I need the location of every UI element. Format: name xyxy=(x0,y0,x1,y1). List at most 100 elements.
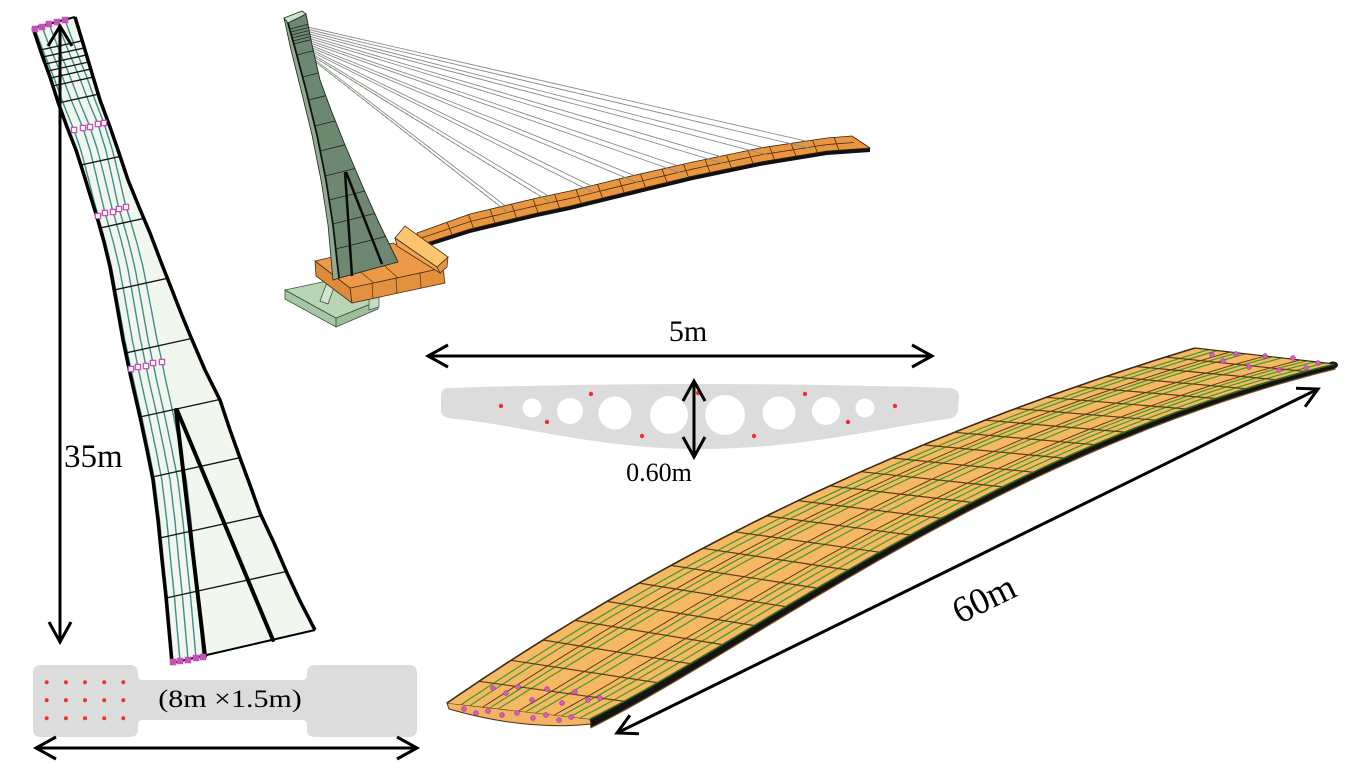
deck-width-label: 5m xyxy=(669,315,707,348)
pylon-section-tendon-dot xyxy=(63,698,68,703)
deck-tendon-anchor xyxy=(585,697,591,703)
deck-tendon-anchor xyxy=(556,717,562,723)
model-pylon-segment-line xyxy=(314,120,336,127)
deck-cross-section xyxy=(441,384,959,449)
tendon-anchor-marker xyxy=(45,20,53,28)
pylon-segment-joint xyxy=(47,61,89,72)
deck-segment-line xyxy=(766,515,911,536)
model-pylon-inner-wall xyxy=(343,171,354,277)
deck-segment-line xyxy=(702,547,849,571)
model-pylon-front-face xyxy=(287,13,399,279)
deck-segment-line xyxy=(954,431,1095,446)
deck-section-tendon-dot xyxy=(845,419,851,425)
pylon-segment-joint xyxy=(80,155,121,166)
deck-section-tendon-dot xyxy=(498,403,504,409)
deck-near-edge xyxy=(589,363,1336,720)
deck-tendon-anchor xyxy=(530,715,536,721)
tendon-deviator-marker xyxy=(149,359,157,367)
deck-segment-line xyxy=(861,471,1003,488)
deck-tendon-anchor xyxy=(485,708,491,714)
deck-tendon-line xyxy=(460,349,1210,706)
tendon-deviator-marker xyxy=(86,123,94,131)
stay-cable xyxy=(312,52,595,194)
deck-segment-line xyxy=(510,659,658,684)
deck-tendon-line xyxy=(489,352,1238,709)
pylon-section-tendon-dot xyxy=(121,680,126,685)
deck-tendon-line xyxy=(469,350,1218,707)
tendon-deviator-marker xyxy=(109,208,117,216)
tendon-anchor-marker xyxy=(184,656,192,664)
pylon-segment-joint xyxy=(125,337,192,354)
deck-segment-line xyxy=(574,619,723,646)
model-pylon-segment-line xyxy=(332,213,375,225)
deck-width-arrow xyxy=(424,343,936,369)
deck-section-tendon-dot xyxy=(751,433,757,439)
pier-cap-segment-line xyxy=(395,278,398,294)
pylon-section-tendon-dot xyxy=(102,716,107,721)
deck-tendon-anchor xyxy=(1303,365,1309,371)
deck-section-tendon-dot xyxy=(588,391,594,397)
deck-segment-line xyxy=(671,564,818,589)
pylon-segment-joint xyxy=(139,398,220,418)
tendon-anchor-marker xyxy=(53,18,61,26)
deck-tendon-anchor xyxy=(461,706,467,712)
deck-tendon-anchor xyxy=(1209,352,1215,358)
deck-tendon-line xyxy=(525,356,1273,713)
deck-section-tendon-dot xyxy=(892,403,898,409)
deck-tendon-line xyxy=(561,360,1308,717)
deck-tendon-anchor xyxy=(1262,353,1268,359)
stay-cable xyxy=(311,47,638,183)
tendon-deviator-marker xyxy=(134,363,142,371)
deck-tendon-anchor xyxy=(543,712,549,718)
pylon-section-tendon-dot xyxy=(44,698,49,703)
deck-tendon-anchor xyxy=(559,700,565,706)
deck-depth-arrow xyxy=(681,377,707,461)
deck-segment-line xyxy=(639,582,786,608)
pylon-segment-joint xyxy=(165,570,287,599)
deck-length-label: 60m xyxy=(946,567,1023,633)
pier-cap-segment-line xyxy=(371,283,374,299)
deck-section-void xyxy=(705,395,745,435)
model-pylon-segment-line xyxy=(320,144,345,152)
tendon-deviator-marker xyxy=(115,205,123,213)
deck-segment-line xyxy=(798,500,942,519)
deck-mesh-line xyxy=(518,355,1266,712)
pylon-segment-joint xyxy=(50,68,91,79)
pylon-height-label: 35m xyxy=(64,439,123,475)
pylon-segment-joint xyxy=(114,277,168,291)
tendon-deviator-marker xyxy=(158,358,166,366)
deck-tendon-anchor xyxy=(499,712,505,718)
model-pylon-segment-line xyxy=(289,24,309,30)
model-pylon-segment-line xyxy=(292,36,311,42)
deck-tendon-line xyxy=(569,361,1316,718)
pylon-section-tendon-dot xyxy=(63,680,68,685)
stay-cable xyxy=(308,29,810,149)
pylon-section-label: (8m ×1.5m) xyxy=(158,684,302,712)
stay-cable xyxy=(308,31,764,149)
deck-section-void xyxy=(598,396,632,430)
pylon-body xyxy=(33,17,315,663)
pylon-section-tendon-dot xyxy=(121,698,126,703)
deck-segment-line xyxy=(985,419,1125,433)
deck-segment-line xyxy=(892,457,1034,473)
deck-tendon-anchor xyxy=(544,686,550,692)
wedge-top-face xyxy=(394,225,449,268)
deck-tendon-anchor xyxy=(515,684,521,690)
deck-tendon-anchor xyxy=(1276,367,1282,373)
deck-depth-label: 0.60m xyxy=(626,458,692,487)
pylon-height-arrow xyxy=(46,23,74,646)
pylon-section-tendon-dot xyxy=(102,680,107,685)
tendon-anchor-marker xyxy=(192,654,200,662)
tendon-anchor-marker xyxy=(176,657,184,665)
tendon-anchor-marker xyxy=(38,23,46,31)
deck-section-void xyxy=(762,396,796,430)
stay-cable xyxy=(312,54,549,197)
tendon-deviator-marker xyxy=(122,203,130,211)
pylon-segment-joint xyxy=(45,54,87,65)
pylon-section-tendon-dot xyxy=(83,716,87,721)
deck-segment-line xyxy=(1015,407,1156,421)
tendon-deviator-marker xyxy=(100,119,108,127)
deck-tendon-anchor xyxy=(503,690,509,696)
deck-tendon-anchor xyxy=(572,689,578,695)
deck-tendon-anchor xyxy=(514,710,520,716)
